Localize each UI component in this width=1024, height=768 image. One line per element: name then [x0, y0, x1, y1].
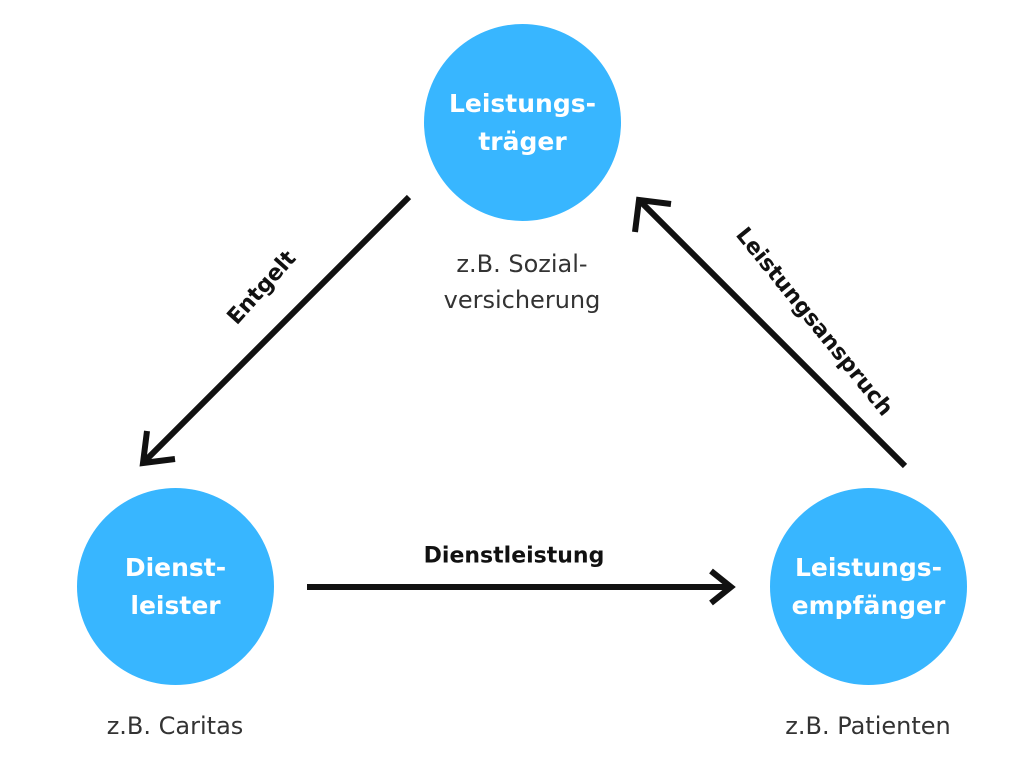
- caption-leistungsempfaenger-line1: z.B. Patienten: [785, 712, 951, 740]
- arrow-anspruch-shaft: [636, 197, 908, 469]
- node-leistungstraeger: Leistungs- träger: [424, 24, 621, 221]
- edge-label-dienstleistung: Dienstleistung: [423, 543, 605, 569]
- caption-dienstleister-line1: z.B. Caritas: [106, 712, 244, 740]
- node-dienstleister-line1: Dienst-: [124, 552, 227, 582]
- caption-leistungstraeger-line1: z.B. Sozial-: [456, 250, 588, 278]
- caption-leistungsempfaenger: z.B. Patienten: [768, 708, 968, 744]
- arrow-dienst-head: [709, 568, 736, 606]
- node-leistungsempfaenger-line1: Leistungs-: [794, 552, 943, 582]
- caption-leistungstraeger-line2: versicherung: [443, 286, 601, 314]
- arrow-entgelt-head: [139, 430, 176, 467]
- arrow-entgelt-shaft: [140, 194, 412, 466]
- node-dienstleister-line2: leister: [130, 590, 221, 620]
- node-dienstleister: Dienst- leister: [77, 488, 274, 685]
- node-leistungstraeger-line1: Leistungs-: [448, 88, 597, 118]
- caption-leistungstraeger: z.B. Sozial- versicherung: [422, 246, 622, 318]
- arrow-anspruch-head: [632, 196, 672, 233]
- node-leistungstraeger-line2: träger: [478, 126, 567, 156]
- node-leistungsempfaenger-line2: empfänger: [791, 590, 946, 620]
- node-leistungsempfaenger: Leistungs- empfänger: [770, 488, 967, 685]
- caption-dienstleister: z.B. Caritas: [75, 708, 275, 744]
